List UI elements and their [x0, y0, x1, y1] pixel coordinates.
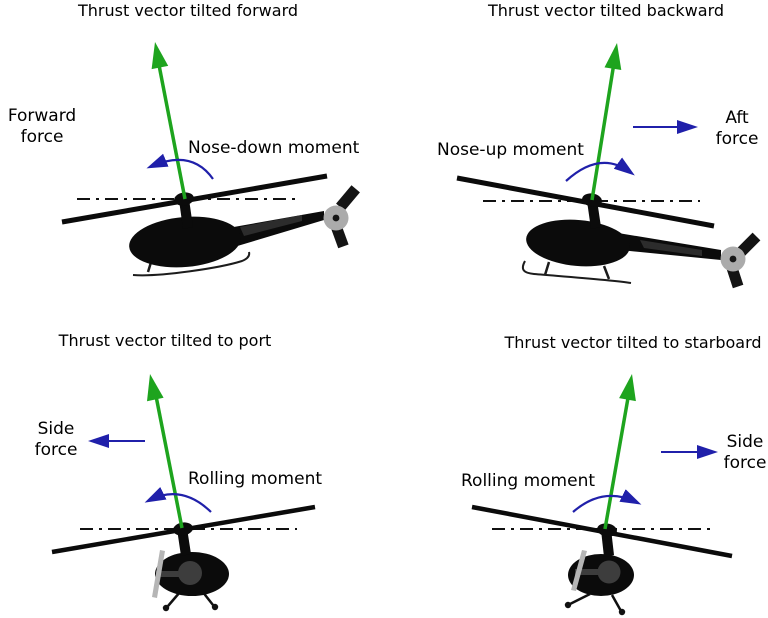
side-force-label-port: Side force [34, 419, 78, 460]
helicopter-side-view [129, 185, 360, 277]
panel-thrust-forward [61, 42, 360, 277]
skid-foot-left [564, 601, 572, 609]
tail-rotor-hub [729, 255, 737, 263]
boom-highlight [240, 215, 302, 236]
landing-skid [521, 260, 632, 284]
thrust-arrow-head [604, 43, 622, 70]
forward-force-label: Forward force [7, 106, 77, 147]
thrust-arrow-shaft [590, 65, 616, 201]
rotor-mast [587, 200, 601, 229]
tail-rotor-disc-front [597, 560, 621, 584]
rotor-hub [597, 523, 617, 537]
landing-skid [132, 251, 251, 277]
rolling-moment-label-port: Rolling moment [188, 469, 323, 489]
tail-rotor [323, 185, 360, 249]
fuselage [526, 219, 630, 267]
panel-title-backward: Thrust vector tilted backward [487, 1, 725, 20]
rotor-hub [173, 522, 193, 536]
fuselage [129, 216, 241, 268]
thrust-arrow-head [151, 42, 169, 70]
rolling-moment-arc-arrow [144, 487, 212, 513]
panel-title-port: Thrust vector tilted to port [58, 331, 272, 350]
tail-rotor-blade-front [152, 550, 165, 598]
panel-title-forward: Thrust vector tilted forward [77, 1, 299, 20]
nose-up-moment-label: Nose-up moment [437, 140, 584, 160]
panel-title-starboard: Thrust vector tilted to starboard [504, 333, 762, 352]
tail-rotor-hub [332, 214, 340, 222]
tail-rotor [720, 232, 761, 289]
thrust-arrow-shaft [603, 397, 630, 530]
tail-rotor-blade-lower [726, 265, 744, 289]
helicopter-front-view [564, 523, 634, 616]
skid-legs [569, 592, 623, 612]
thrust-vector-arrow [590, 43, 622, 201]
thrust-arrow-shaft [154, 395, 184, 529]
thrust-vector-arrow [151, 42, 187, 200]
thrust-vector-arrow [603, 374, 636, 530]
skid-foot-right [211, 603, 219, 611]
tail-rotor-axle [575, 569, 609, 575]
rolling-moment-arc-arrow [572, 489, 642, 513]
thrust-arrow-head [147, 374, 164, 402]
boom-highlight [640, 240, 702, 256]
skid-struts [543, 261, 611, 280]
rotor-mast [179, 199, 193, 229]
nose-down-moment-arc-arrow [146, 153, 214, 180]
aft-force-label: Aft force [715, 108, 759, 149]
thrust-arrow-shaft [157, 64, 187, 200]
skid-foot-left [162, 604, 170, 612]
panel-thrust-port [51, 374, 316, 612]
tail-rotor-blade-lower [331, 225, 349, 249]
main-rotor-blade [61, 173, 328, 225]
tail-rotor-axle [156, 571, 190, 577]
rolling-moment-label-starboard: Rolling moment [461, 471, 596, 491]
panel-thrust-backward [456, 43, 761, 289]
tail-rotor-blade-upper [336, 185, 360, 211]
nose-down-moment-label: Nose-down moment [188, 138, 360, 158]
nose-up-moment-arc-arrow [565, 157, 635, 182]
thrust-vector-arrow [147, 374, 184, 529]
skid-foot-right [618, 608, 626, 616]
helicopter-front-view [152, 522, 229, 612]
side-force-label-starboard: Side force [723, 432, 767, 473]
tail-rotor-disc-front [178, 561, 202, 585]
thrust-arrow-head [619, 374, 636, 402]
tail-rotor-blade-front [571, 550, 587, 591]
panel-thrust-starboard [471, 374, 733, 616]
helicopter-side-view [521, 193, 761, 289]
